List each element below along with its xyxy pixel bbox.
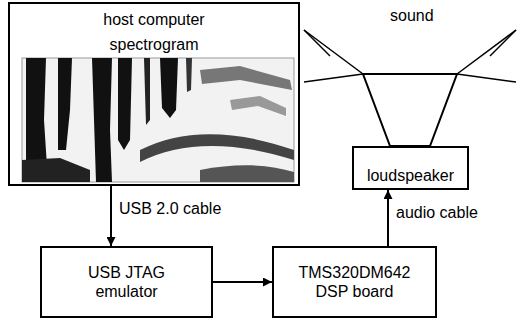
- sound-rays: [304, 30, 516, 82]
- node-text: USB JTAG emulator: [72, 263, 182, 301]
- node-text: loudspeaker: [367, 166, 454, 185]
- sound-label: sound: [388, 6, 436, 25]
- computer-box: host computer spectrogram: [8, 2, 300, 186]
- connector-arrow: [387, 190, 389, 246]
- node-text: host computer: [103, 10, 204, 29]
- edge-label: audio cable: [394, 203, 480, 222]
- emulator-box: USB JTAG emulator: [40, 246, 213, 318]
- spectrogram-image: [22, 58, 294, 182]
- node-text: TMS320DM642 DSP board: [290, 263, 420, 301]
- loudspeaker-box: loudspeaker: [352, 146, 469, 190]
- dsp-board-box: TMS320DM642 DSP board: [272, 246, 437, 318]
- connector-arrow: [110, 186, 112, 246]
- node-text: spectrogram: [110, 35, 199, 54]
- edge-label: USB 2.0 cable: [117, 199, 223, 218]
- connector-arrow: [213, 281, 272, 283]
- speaker-cone: [363, 74, 457, 146]
